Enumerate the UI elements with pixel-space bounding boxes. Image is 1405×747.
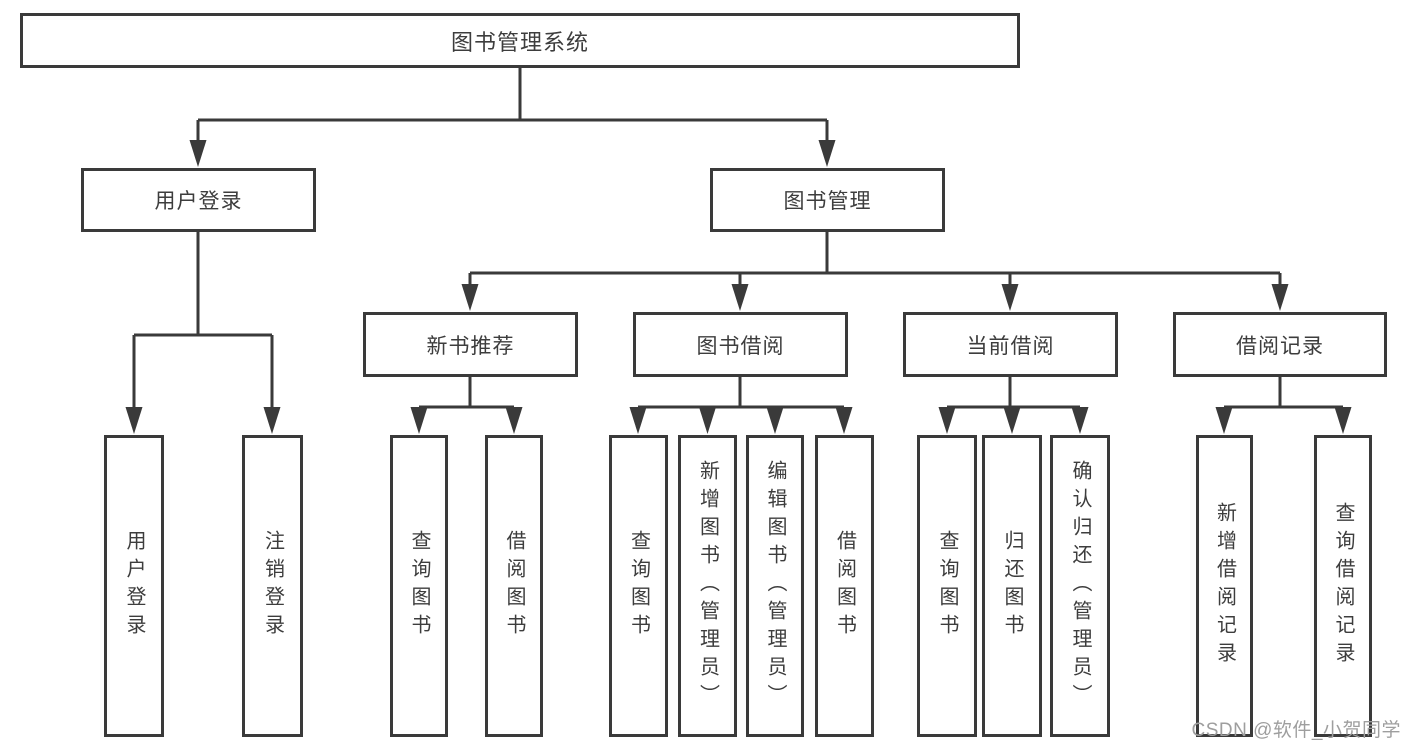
node-leaf-bb-query-books: 查询图书: [609, 435, 668, 737]
node-leaf-br-add-record: 新增借阅记录: [1196, 435, 1253, 737]
node-new-book-recommend: 新书推荐: [363, 312, 578, 377]
arrowhead-br-add: [1215, 407, 1233, 434]
node-leaf-cb-confirm-return-admin-label: 确认归还（管理员）: [1069, 460, 1091, 712]
arrowhead-book-management: [818, 140, 836, 167]
node-leaf-logout-label: 注销登录: [261, 530, 284, 642]
node-book-management: 图书管理: [710, 168, 945, 232]
arrowhead-user-login: [189, 140, 207, 167]
node-current-borrow: 当前借阅: [903, 312, 1118, 377]
node-library-system-label: 图书管理系统: [450, 29, 589, 55]
node-leaf-nb-query-books-label: 查询图书: [408, 530, 430, 642]
node-leaf-cb-return-books: 归还图书: [982, 435, 1042, 737]
arrowhead-borrow-records: [1271, 284, 1289, 311]
node-book-borrow: 图书借阅: [633, 312, 848, 377]
node-leaf-bb-query-books-label: 查询图书: [627, 530, 650, 642]
node-new-book-recommend-label: 新书推荐: [426, 334, 515, 358]
node-leaf-bb-edit-books-admin: 编辑图书（管理员）: [746, 435, 804, 737]
arrowhead-bb-query: [629, 407, 647, 434]
arrowhead-cb-confirm: [1071, 407, 1089, 434]
node-leaf-nb-borrow-books: 借阅图书: [485, 435, 543, 737]
arrowhead-nb-query: [410, 407, 428, 434]
arrowhead-cb-return: [1003, 407, 1021, 434]
arrowhead-cb-query: [938, 407, 956, 434]
node-leaf-bb-add-books-admin: 新增图书（管理员）: [678, 435, 737, 737]
node-library-system: 图书管理系统: [20, 13, 1020, 68]
node-leaf-user-login: 用户登录: [104, 435, 164, 737]
arrowhead-ul-logout: [263, 407, 281, 434]
arrowhead-bb-borrow: [835, 407, 853, 434]
arrowhead-nb-borrow: [505, 407, 523, 434]
node-leaf-bb-borrow-books-label: 借阅图书: [833, 530, 856, 642]
node-leaf-cb-confirm-return-admin: 确认归还（管理员）: [1050, 435, 1110, 737]
node-user-login: 用户登录: [81, 168, 316, 232]
watermark-text: CSDN @软件_小贺同学: [1191, 720, 1401, 741]
arrowhead-new-book: [461, 284, 479, 311]
arrowhead-ul-login: [125, 407, 143, 434]
arrowhead-bb-add: [699, 407, 716, 434]
node-leaf-nb-borrow-books-label: 借阅图书: [503, 530, 525, 642]
node-leaf-br-add-record-label: 新增借阅记录: [1213, 502, 1236, 670]
node-user-login-label: 用户登录: [154, 190, 243, 213]
node-current-borrow-label: 当前借阅: [966, 334, 1055, 358]
arrowhead-current-borrow: [1001, 284, 1019, 311]
node-leaf-cb-query-books-label: 查询图书: [936, 530, 958, 642]
node-leaf-bb-add-books-admin-label: 新增图书（管理员）: [696, 460, 719, 712]
node-leaf-bb-edit-books-admin-label: 编辑图书（管理员）: [764, 460, 786, 712]
node-book-management-label: 图书管理: [783, 190, 872, 213]
node-borrow-records: 借阅记录: [1173, 312, 1387, 377]
node-leaf-nb-query-books: 查询图书: [390, 435, 448, 737]
arrowhead-br-query: [1334, 407, 1352, 434]
node-leaf-br-query-record: 查询借阅记录: [1314, 435, 1372, 737]
node-leaf-cb-query-books: 查询图书: [917, 435, 977, 737]
arrowhead-bb-edit: [766, 407, 784, 434]
arrowhead-book-borrow: [731, 284, 749, 311]
node-book-borrow-label: 图书借阅: [696, 334, 785, 358]
node-leaf-user-login-label: 用户登录: [123, 530, 145, 642]
node-leaf-bb-borrow-books: 借阅图书: [815, 435, 874, 737]
node-leaf-cb-return-books-label: 归还图书: [1001, 530, 1023, 642]
node-leaf-br-query-record-label: 查询借阅记录: [1332, 502, 1354, 670]
node-borrow-records-label: 借阅记录: [1236, 334, 1324, 358]
node-leaf-logout: 注销登录: [242, 435, 303, 737]
